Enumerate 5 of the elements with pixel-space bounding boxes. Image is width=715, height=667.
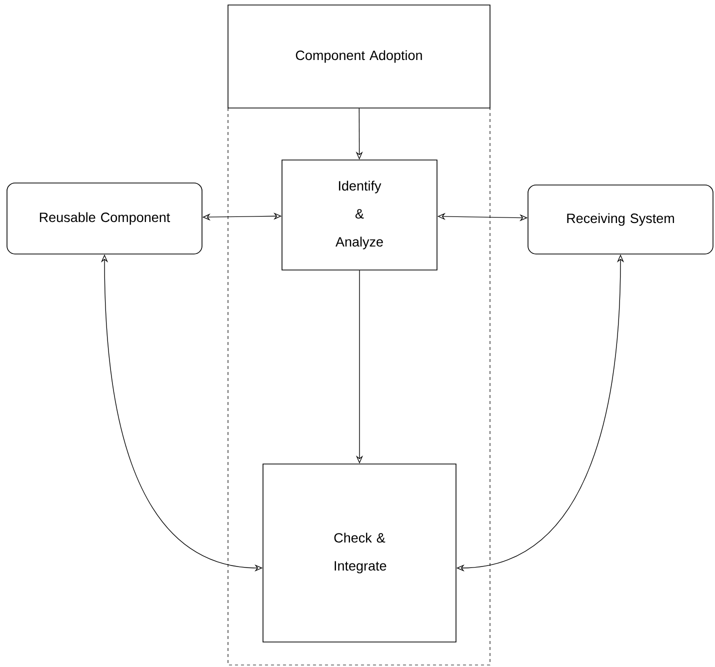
header-box: Component Adoption (228, 4, 490, 108)
process-box: Identify & Analyze (282, 160, 438, 270)
rounded-box: Reusable Component (6, 182, 202, 254)
rounded-box: Receiving System (528, 184, 714, 254)
process-box: Check & Integrate (262, 464, 456, 642)
